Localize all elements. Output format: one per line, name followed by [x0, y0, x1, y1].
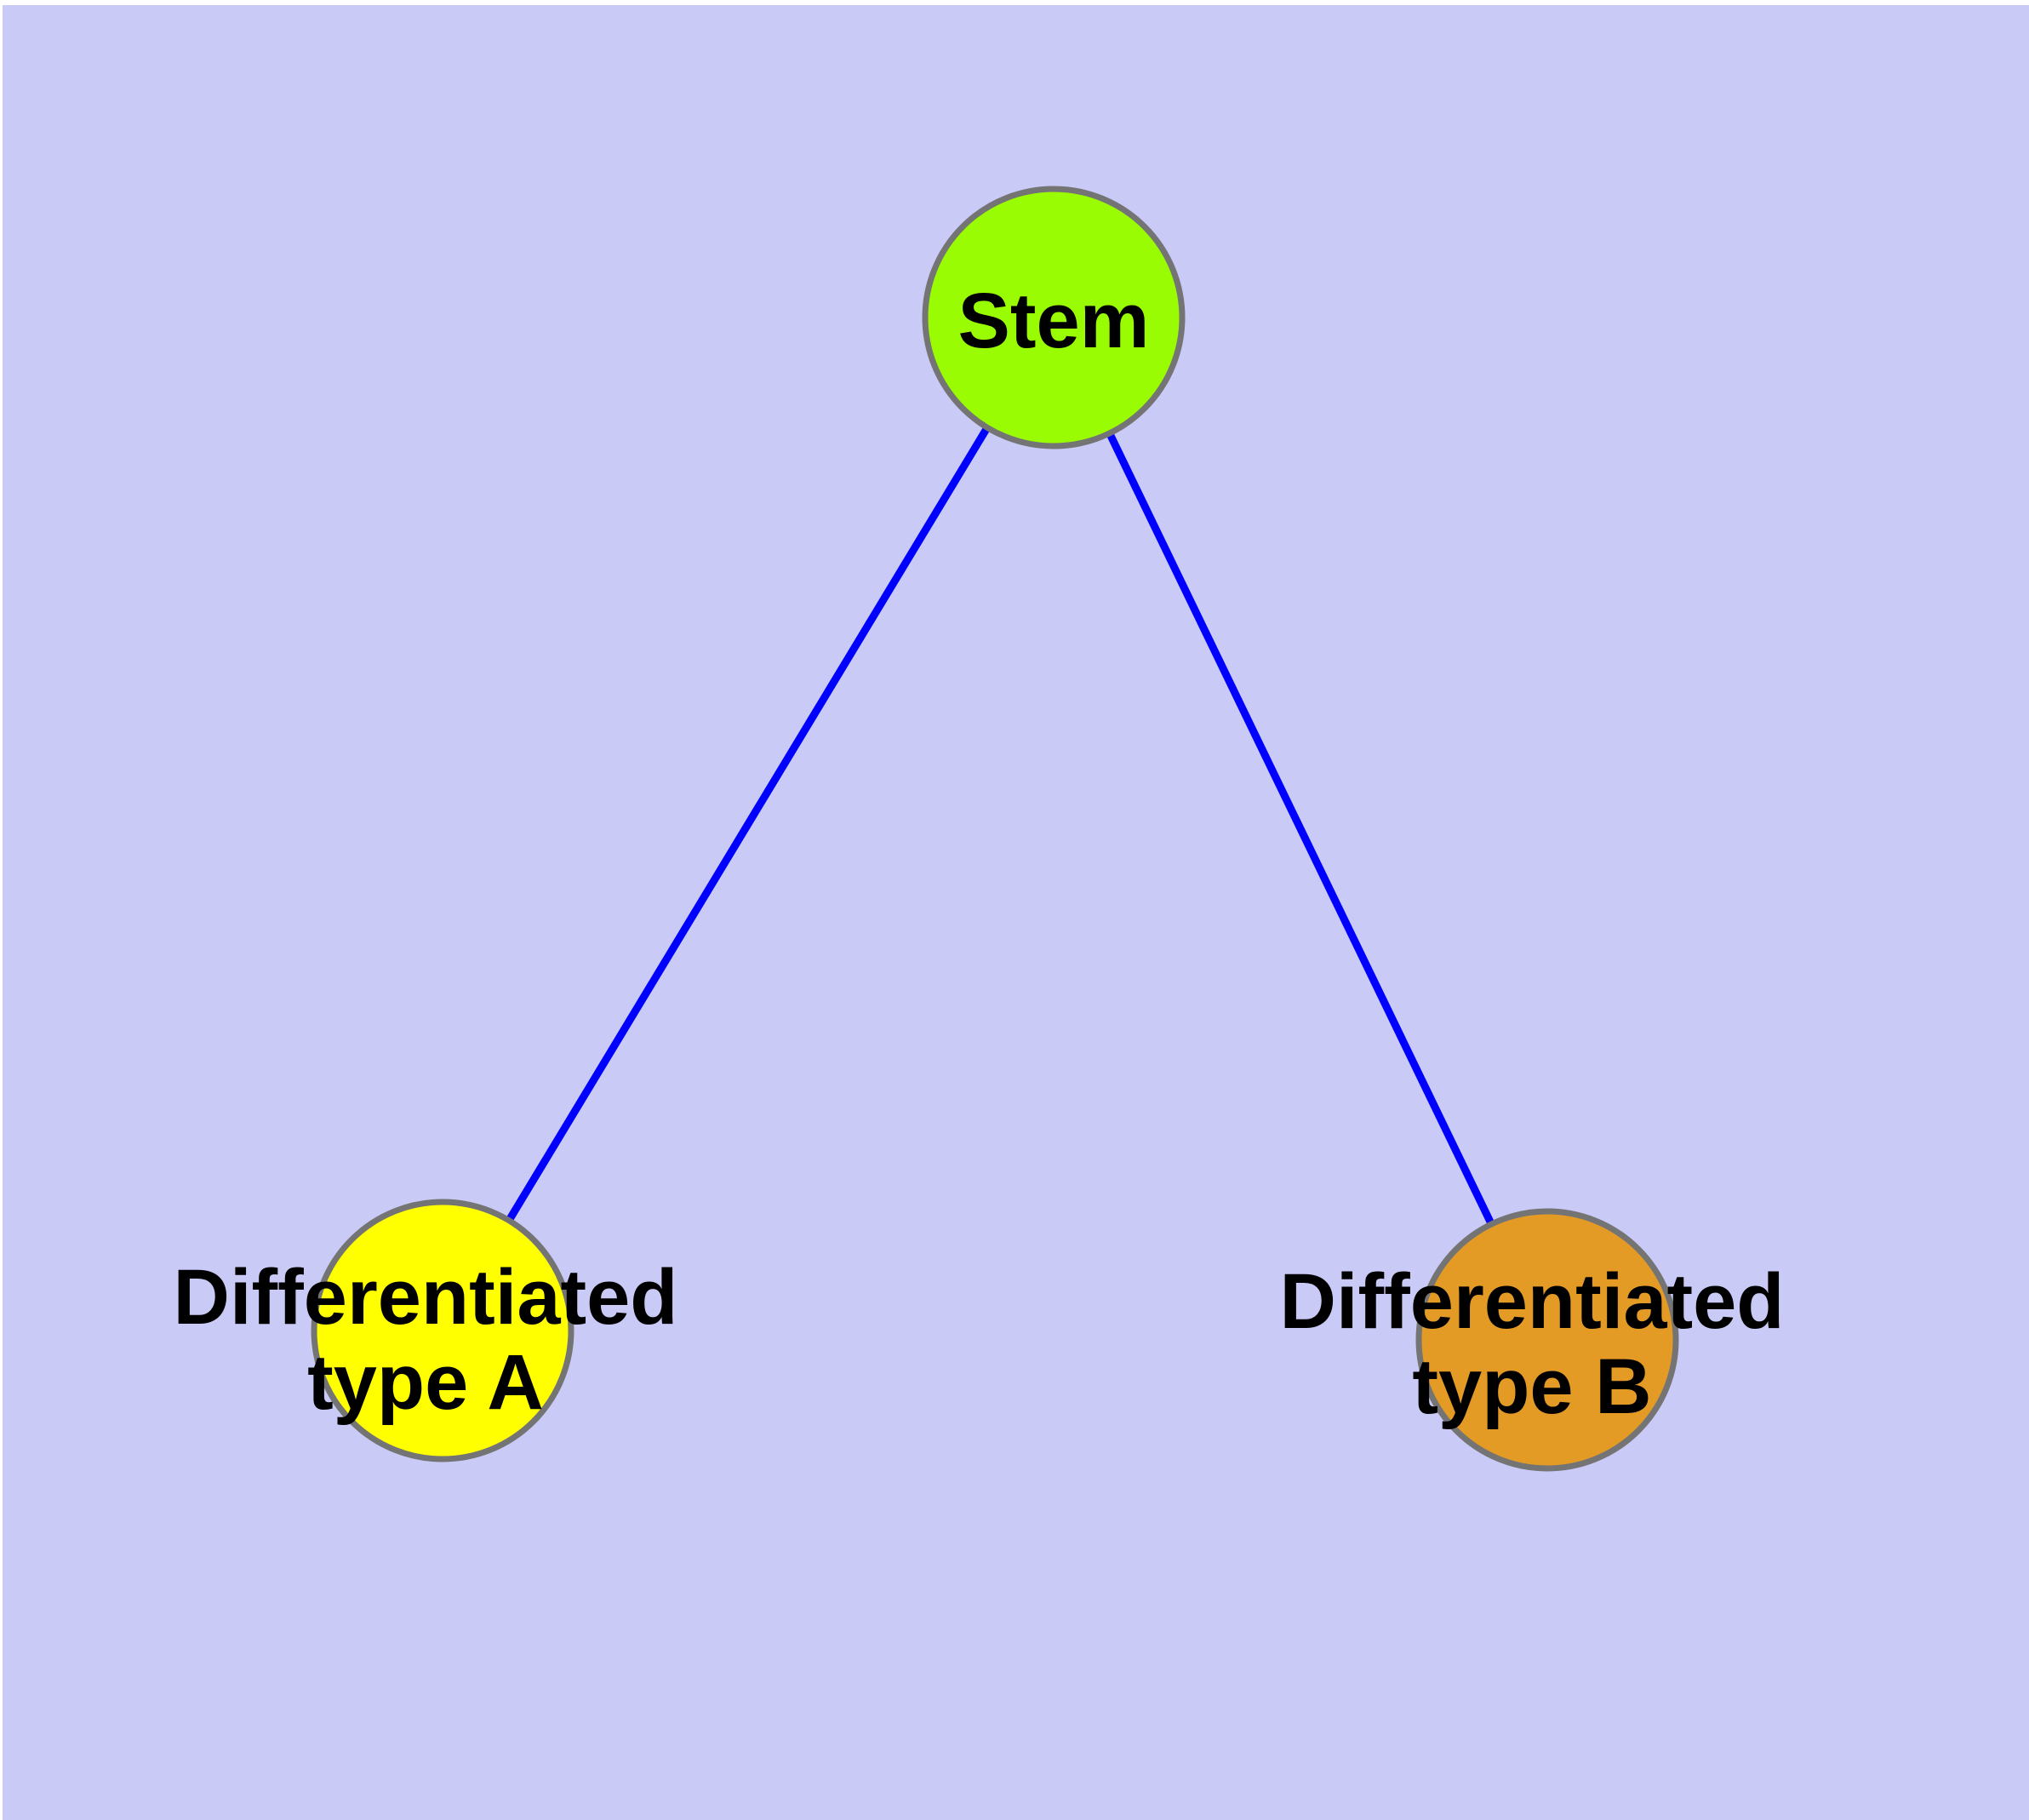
- stem-node-circle: [922, 186, 1186, 449]
- stem-node-label: Stem: [958, 278, 1150, 364]
- type-b-node-label-line1: Differentiated: [1280, 1258, 1785, 1345]
- type-a-node-label-line2: type A: [307, 1339, 544, 1426]
- node-differentiated-type-b: Differentiated type B: [1280, 1208, 1785, 1472]
- edge-group: [439, 315, 1552, 1342]
- type-b-node-label-line2: type B: [1412, 1343, 1651, 1430]
- type-a-node-label-line1: Differentiated: [174, 1254, 678, 1341]
- type-a-node-circle: [311, 1199, 574, 1462]
- type-b-node-circle: [1415, 1208, 1679, 1472]
- node-differentiated-type-a: Differentiated type A: [174, 1199, 678, 1462]
- edge-stem-to-type-a: [439, 315, 1057, 1333]
- edge-stem-to-type-b: [1049, 316, 1552, 1342]
- node-stem: Stem: [922, 186, 1186, 449]
